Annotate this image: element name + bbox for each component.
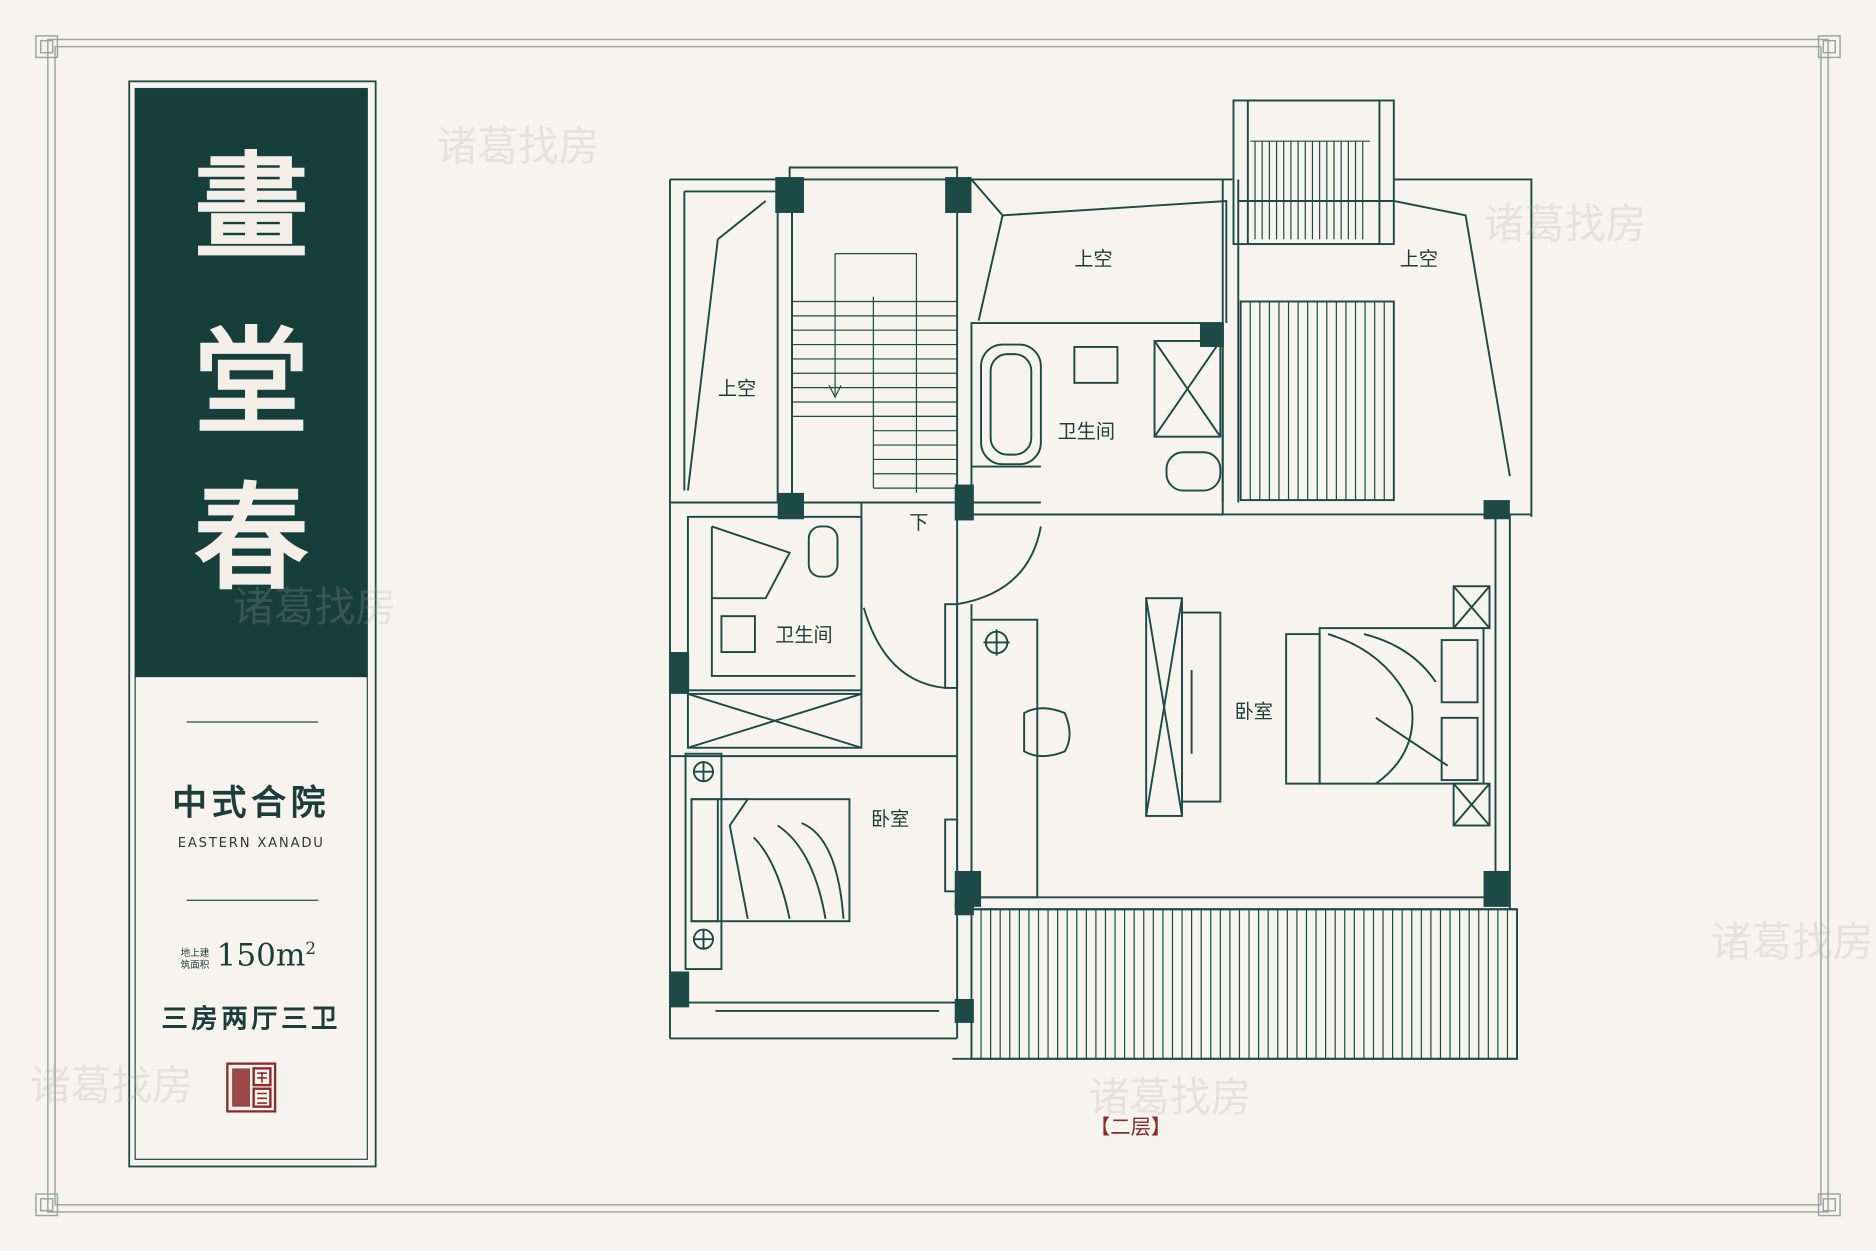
area-label: 地上建 筑面积 bbox=[181, 948, 217, 972]
style-name-en: EASTERN XANADU bbox=[177, 835, 325, 851]
title-panel: 畫 堂 春 bbox=[135, 88, 368, 678]
floor-label: 【二层】 bbox=[1089, 1116, 1172, 1141]
bedroom-label-master: 卧室 bbox=[1235, 700, 1273, 723]
area-label-line2: 筑面积 bbox=[180, 959, 210, 971]
deck-planks bbox=[980, 909, 1509, 1059]
watermark: 诸葛找房 bbox=[233, 583, 397, 632]
divider-bottom bbox=[186, 899, 319, 901]
bath-label-lower: 卫生间 bbox=[775, 623, 832, 646]
void-label-right: 上空 bbox=[1400, 248, 1438, 271]
void-label-left: 上空 bbox=[718, 377, 756, 400]
balcony-railing bbox=[1250, 140, 1370, 240]
style-name: 中式合院 bbox=[172, 782, 331, 824]
area-unit-sup: 2 bbox=[305, 939, 317, 959]
wall-posts bbox=[669, 177, 1510, 1023]
title-char-1: 畫 bbox=[193, 139, 309, 276]
stair-treads bbox=[792, 253, 958, 493]
divider-top bbox=[186, 721, 319, 723]
area-label-line1: 地上建 bbox=[180, 947, 210, 959]
layout-name: 三房两厅三卫 bbox=[161, 1003, 341, 1035]
title-char-3: 春 bbox=[193, 470, 309, 606]
seal-stamp bbox=[226, 1062, 277, 1113]
info-panel: 中式合院 EASTERN XANADU 地上建 筑面积 150m2 三房两厅三卫 bbox=[135, 677, 367, 1159]
bath-label-upper: 卫生间 bbox=[1058, 420, 1115, 443]
area-number: 150m bbox=[216, 937, 306, 974]
watermark: 诸葛找房 bbox=[29, 1062, 193, 1111]
title-char-2: 堂 bbox=[193, 314, 309, 450]
watermark: 诸葛找房 bbox=[1710, 918, 1874, 967]
watermark: 诸葛找房 bbox=[1088, 1074, 1252, 1123]
bedroom-label-small: 卧室 bbox=[871, 808, 909, 831]
watermark: 诸葛找房 bbox=[436, 123, 600, 172]
stair-down-label: 下 bbox=[909, 511, 928, 534]
watermark: 诸葛找房 bbox=[1483, 200, 1647, 249]
void-label-mid: 上空 bbox=[1074, 248, 1112, 271]
area-value: 150m2 bbox=[217, 938, 317, 974]
